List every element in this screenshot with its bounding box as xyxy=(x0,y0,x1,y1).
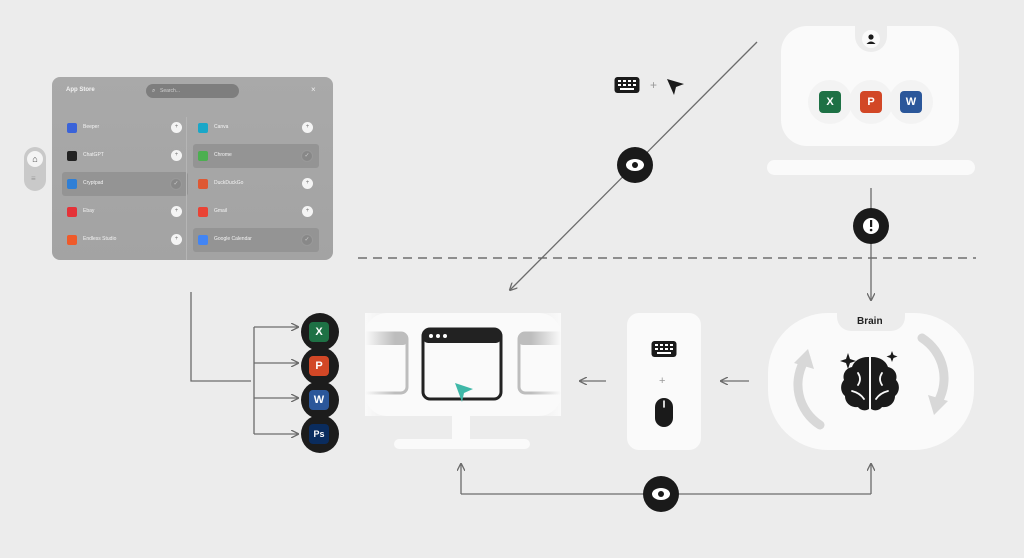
app-list-item[interactable]: Gmail + xyxy=(193,200,319,224)
plus-sign: + xyxy=(659,375,666,387)
app-icon xyxy=(67,207,77,217)
excel-icon: X xyxy=(301,313,339,351)
app-name-label: Beeper xyxy=(83,124,100,130)
desk-bar xyxy=(767,160,975,175)
app-list-item[interactable]: Google Calendar ✓ xyxy=(193,228,319,252)
app-name-label: Google Calendar xyxy=(214,236,252,242)
app-icon xyxy=(67,235,77,245)
mouse-icon xyxy=(655,398,673,427)
dock-pill: ⌂ ≡ xyxy=(24,147,46,191)
app-name-label: DuckDuckGo xyxy=(214,180,244,186)
add-app-button[interactable]: + xyxy=(171,206,182,217)
app-icon xyxy=(198,235,208,245)
teal-cursor-icon xyxy=(455,383,473,402)
app-list-item[interactable]: ChatGPT + xyxy=(62,144,188,168)
app-icon xyxy=(198,207,208,217)
app-icon xyxy=(198,123,208,133)
app-list-item[interactable]: Beeper + xyxy=(62,116,188,140)
app-name-label: Canva xyxy=(214,124,229,130)
monitor-screens xyxy=(365,313,561,416)
app-icon xyxy=(67,151,77,161)
monitor-stand xyxy=(452,416,470,440)
user-icon xyxy=(862,30,880,48)
app-name-label: Ebay xyxy=(83,208,95,214)
app-list-item[interactable]: Chrome ✓ xyxy=(193,144,319,168)
app-letter: X xyxy=(819,91,841,113)
keyboard-icon xyxy=(614,77,640,93)
eye-icon xyxy=(617,147,653,183)
installed-check-button[interactable]: ✓ xyxy=(301,234,313,246)
add-app-button[interactable]: + xyxy=(302,122,313,133)
add-app-button[interactable]: + xyxy=(171,150,182,161)
close-icon[interactable]: × xyxy=(311,85,316,94)
app-icon xyxy=(198,151,208,161)
app-name-label: ChatGPT xyxy=(83,152,104,158)
app-name-label: Gmail xyxy=(214,208,228,214)
powerpoint-icon: P xyxy=(849,80,893,124)
brain-cycle-graphic xyxy=(793,333,949,430)
brain-label: Brain xyxy=(857,316,883,327)
add-app-button[interactable]: + xyxy=(302,206,313,217)
app-store-title: App Store xyxy=(66,87,95,93)
search-icon: ⌕ xyxy=(152,88,156,94)
brain-notch xyxy=(837,309,905,331)
app-store-window: App Store ⌕ Search... × Beeper+ChatGPT+C… xyxy=(52,77,333,260)
cursor-icon xyxy=(667,79,684,95)
app-list-item[interactable]: Canva + xyxy=(193,116,319,140)
photoshop-icon: Ps xyxy=(301,415,339,453)
keyboard-icon xyxy=(651,341,677,357)
powerpoint-icon: P xyxy=(301,347,339,385)
installed-check-button[interactable]: ✓ xyxy=(170,178,182,190)
brain-icon xyxy=(841,357,899,411)
app-name-label: Cryptpad xyxy=(83,180,104,186)
app-list-item[interactable]: Endless Studio + xyxy=(62,228,188,252)
column-divider xyxy=(186,117,187,260)
app-icon xyxy=(198,179,208,189)
home-icon[interactable]: ⌂ xyxy=(27,151,43,167)
app-list-item[interactable]: Ebay + xyxy=(62,200,188,224)
plus-sign: + xyxy=(650,78,658,92)
app-icon xyxy=(67,123,77,133)
input-devices-panel xyxy=(627,313,701,450)
search-placeholder: Search... xyxy=(160,88,181,94)
app-list-item[interactable]: DuckDuckGo + xyxy=(193,172,319,196)
app-list-item[interactable]: Cryptpad ✓ xyxy=(62,172,188,196)
alert-icon xyxy=(853,208,889,244)
app-icon xyxy=(67,179,77,189)
store-to-apps-line xyxy=(190,292,251,382)
app-letter: W xyxy=(309,390,329,410)
app-letter: Ps xyxy=(309,424,329,444)
add-app-button[interactable]: + xyxy=(302,178,313,189)
installed-check-button[interactable]: ✓ xyxy=(301,150,313,162)
word-icon: W xyxy=(301,381,339,419)
monitor-base xyxy=(394,439,530,449)
menu-icon[interactable]: ≡ xyxy=(31,174,36,183)
search-input[interactable]: ⌕ Search... xyxy=(146,84,239,98)
excel-icon: X xyxy=(808,80,852,124)
add-app-button[interactable]: + xyxy=(171,122,182,133)
app-letter: W xyxy=(900,91,922,113)
app-name-label: Chrome xyxy=(214,152,232,158)
eye-icon xyxy=(643,476,679,512)
app-name-label: Endless Studio xyxy=(83,236,117,242)
app-letter: P xyxy=(860,91,882,113)
word-icon: W xyxy=(889,80,933,124)
add-app-button[interactable]: + xyxy=(171,234,182,245)
app-letter: X xyxy=(309,322,329,342)
app-letter: P xyxy=(309,356,329,376)
